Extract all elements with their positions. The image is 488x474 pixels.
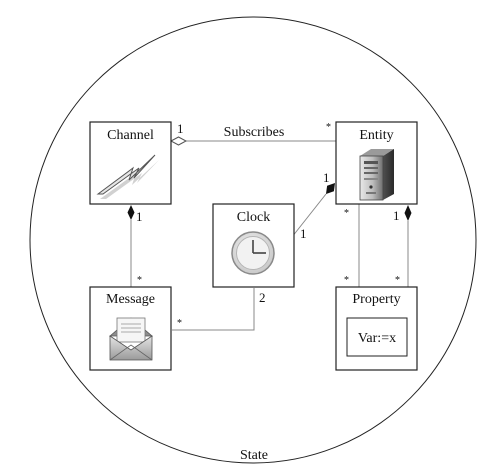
lightning-icon bbox=[96, 154, 159, 199]
envelope-icon bbox=[108, 317, 154, 361]
subscribes-channel-mult: 1 bbox=[177, 121, 184, 136]
channel-message-channel-mult: 1 bbox=[136, 209, 143, 224]
state-label: State bbox=[240, 448, 268, 463]
clock-entity-line bbox=[291, 193, 327, 238]
message-title: Message bbox=[106, 292, 155, 307]
subscribes-entity-mult: * bbox=[326, 122, 331, 133]
clock-message-line bbox=[172, 288, 255, 331]
property-value: Var:=x bbox=[358, 331, 396, 346]
server-icon bbox=[359, 149, 394, 201]
entity-composition-diamond-clock bbox=[326, 183, 335, 194]
property-value-box bbox=[346, 317, 408, 357]
property-title: Property bbox=[352, 292, 400, 307]
channel-composition-diamond bbox=[127, 205, 135, 220]
clock-icon bbox=[231, 231, 275, 275]
subscribes-label: Subscribes bbox=[224, 125, 285, 140]
clock-message-clock-mult: 2 bbox=[259, 290, 266, 305]
entity-property-property-mult: * bbox=[344, 275, 349, 286]
clock-title: Clock bbox=[237, 210, 270, 225]
aggregation-diamond bbox=[169, 136, 188, 146]
channel-title: Channel bbox=[107, 128, 154, 143]
entity-title: Entity bbox=[359, 128, 393, 143]
entity-property-comp-property-mult: * bbox=[395, 275, 400, 286]
entity-property-comp-entity-mult: 1 bbox=[393, 208, 400, 223]
entity-property-entity-mult: * bbox=[344, 208, 349, 219]
channel-message-message-mult: * bbox=[137, 275, 142, 286]
entity-composition-diamond-property bbox=[404, 205, 412, 221]
clock-message-message-mult: * bbox=[177, 318, 182, 329]
clock-entity-entity-mult: 1 bbox=[323, 170, 330, 185]
clock-entity-clock-mult: 1 bbox=[300, 226, 307, 241]
state-boundary bbox=[29, 16, 477, 464]
